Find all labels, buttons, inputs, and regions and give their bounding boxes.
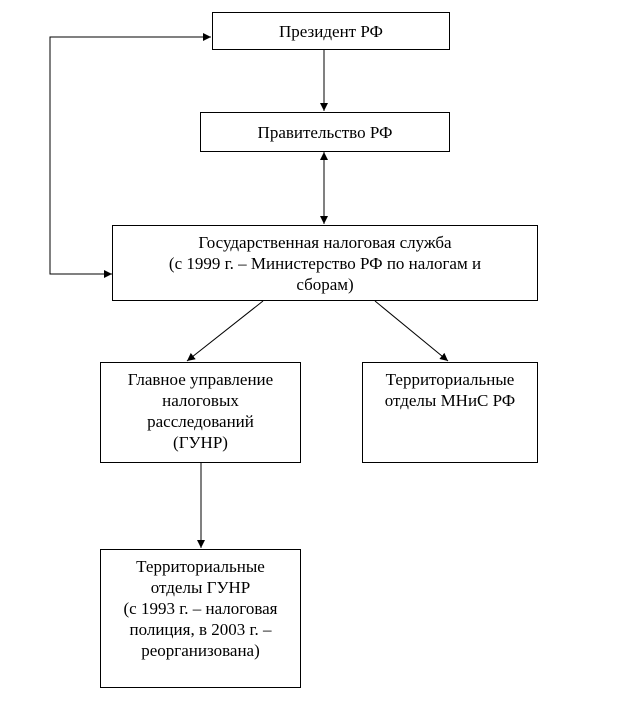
node-territorial-mns-line-1: Территориальные — [385, 370, 515, 389]
edge-tax-service-to-gunr — [186, 300, 264, 362]
node-gunr-line-4: (ГУНР) — [173, 433, 228, 452]
node-territorial-gunr-line-3: (с 1993 г. – налоговая — [123, 599, 278, 618]
node-territorial-gunr-line-5: реорганизована) — [141, 641, 260, 660]
node-gunr-line-1: Главное управление — [127, 370, 274, 389]
node-gunr-line-3: расследований — [147, 412, 254, 431]
node-government-line-1: Правительство РФ — [257, 122, 393, 142]
node-tax-service-line-1: Государственная налоговая служба — [198, 232, 452, 252]
node-tax-service-line-3: сборам) — [296, 274, 354, 294]
node-government: Правительство РФ — [200, 112, 450, 152]
node-territorial-mns-line-2: отделы МНиС РФ — [384, 391, 516, 410]
edge-tax-service-president-loop — [49, 33, 211, 278]
node-gunr: Главное управление налоговых расследован… — [100, 362, 301, 463]
node-tax-service-line-2: (с 1999 г. – Министерство РФ по налогам … — [168, 253, 482, 273]
node-president: Президент РФ — [212, 12, 450, 50]
node-territorial-gunr: Территориальные отделы ГУНР (с 1993 г. –… — [100, 549, 301, 688]
node-territorial-gunr-line-2: отделы ГУНР — [150, 578, 251, 597]
edge-tax-service-to-territorial-mns — [374, 300, 449, 362]
node-gunr-line-2: налоговых — [162, 391, 239, 410]
node-territorial-gunr-line-1: Территориальные — [136, 557, 265, 576]
node-territorial-gunr-line-4: полиция, в 2003 г. – — [129, 620, 272, 639]
node-tax-service: Государственная налоговая служба (с 1999… — [112, 225, 538, 301]
node-president-line-1: Президент РФ — [279, 21, 383, 41]
node-territorial-mns: Территориальные отделы МНиС РФ — [362, 362, 538, 463]
